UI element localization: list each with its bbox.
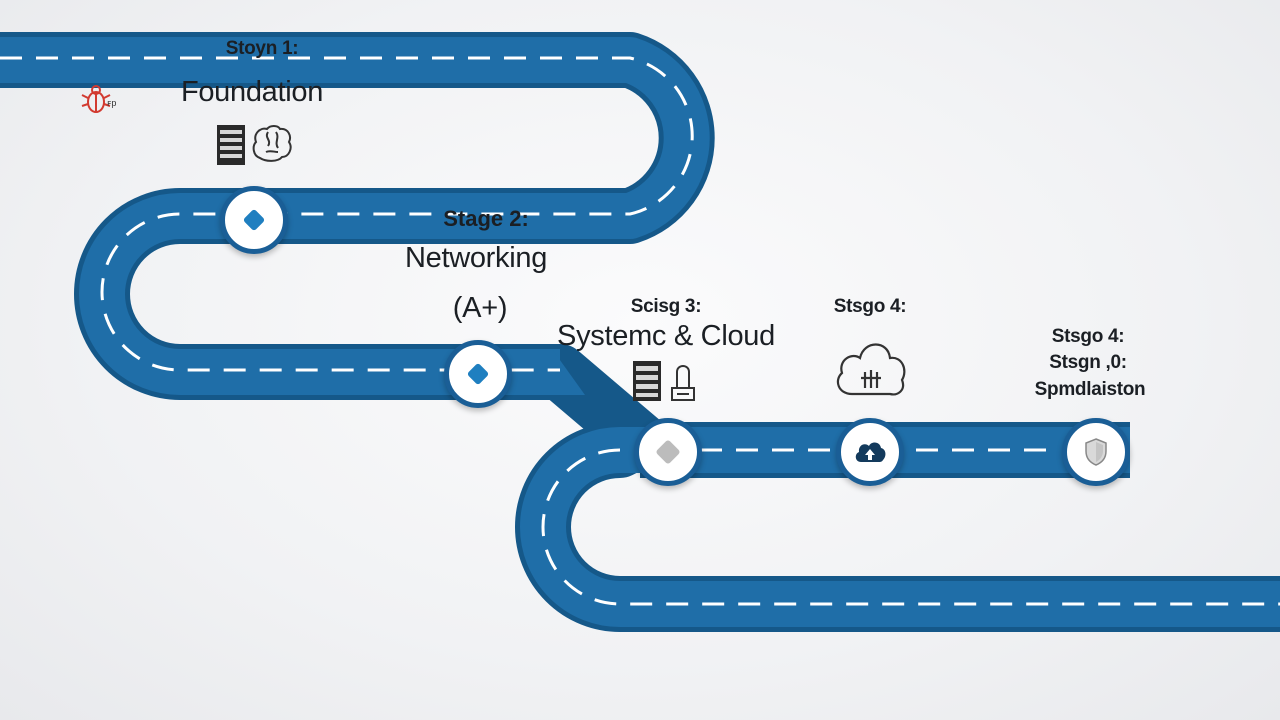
stage-5-title: Spmdlaiston xyxy=(1034,379,1146,400)
stage-4-heading: Stsgo 4: xyxy=(833,296,907,317)
road-connector xyxy=(500,349,585,395)
stage-2-subtitle: (A+) xyxy=(452,292,508,324)
robot-icon xyxy=(671,365,695,401)
cloud-circuit-icon xyxy=(836,343,906,396)
shield-icon xyxy=(1085,438,1107,466)
stage-1-title: Foundation xyxy=(180,76,324,108)
stage-4-marker[interactable] xyxy=(836,418,904,486)
stage-1-marker[interactable] xyxy=(220,186,288,254)
stage-3-title: Systemc & Cloud xyxy=(557,320,775,352)
diamond-gray-icon xyxy=(656,440,680,464)
server-rack-icon xyxy=(633,361,661,401)
stage-2-marker[interactable] xyxy=(444,340,512,408)
diamond-icon xyxy=(467,363,489,385)
stage-1-heading: Stoyn 1: xyxy=(225,38,299,59)
bug-icon: ꜰp xyxy=(81,85,116,113)
stage-5-heading: Stsgo 4: xyxy=(1051,326,1125,347)
brain-icon xyxy=(252,125,292,162)
server-stack-icon xyxy=(217,125,245,165)
stage-3-heading: Scisg 3: xyxy=(630,296,702,317)
stage-3-marker[interactable] xyxy=(634,418,702,486)
stage-2-heading: Stage 2: xyxy=(443,206,529,231)
diamond-icon xyxy=(243,209,265,231)
cloud-upload-icon xyxy=(855,442,886,462)
svg-text:ꜰp: ꜰp xyxy=(107,98,116,108)
stage-5-marker[interactable] xyxy=(1062,418,1130,486)
stage-2-title: Networking xyxy=(404,242,548,274)
stage-5-heading-2: Stsgn ,0: xyxy=(1049,352,1127,373)
